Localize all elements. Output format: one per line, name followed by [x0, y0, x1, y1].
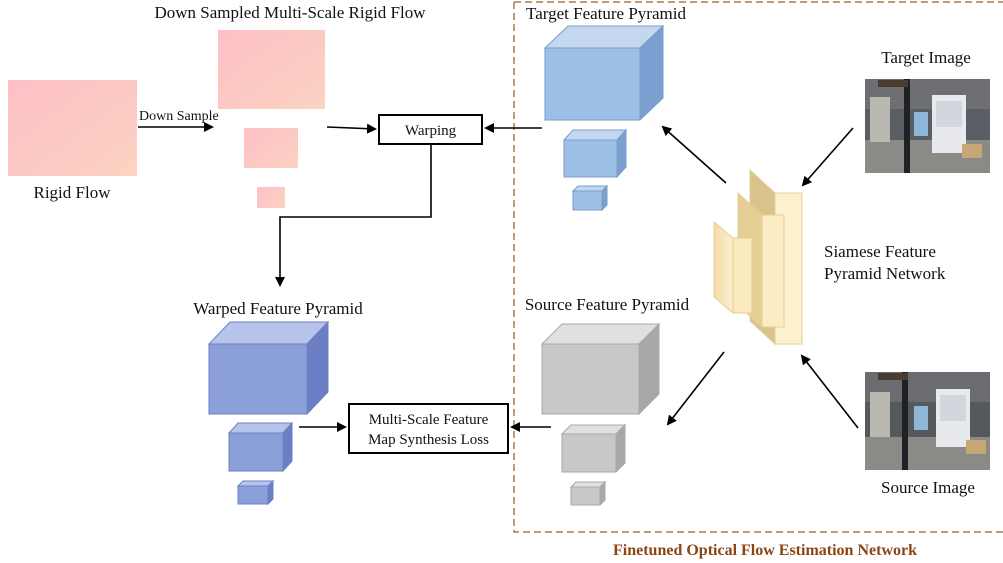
target-feature-pyramid: Target Feature Pyramid	[526, 4, 686, 212]
warped-cube-small	[236, 479, 275, 506]
rigid-flow-group: Rigid Flow	[8, 80, 137, 202]
loss-box	[348, 403, 509, 454]
siamese-to-source-arrow	[666, 351, 725, 426]
target-image-label: Target Image	[881, 48, 971, 67]
warped-pyramid-label: Warped Feature Pyramid	[193, 299, 363, 318]
loss-label-line1: Multi-Scale Feature	[369, 412, 489, 428]
warping-node: Warping	[275, 114, 542, 287]
multiscale-flow-title: Down Sampled Multi-Scale Rigid Flow	[154, 3, 426, 22]
optical-flow-network-region: Finetuned Optical Flow Estimation Networ…	[513, 1, 1003, 559]
source-feature-pyramid: Source Feature Pyramid	[525, 295, 690, 507]
region-caption: Finetuned Optical Flow Estimation Networ…	[613, 542, 917, 559]
target-image-to-siamese-arrow	[801, 127, 854, 187]
flow-to-warping-arrow	[326, 123, 377, 134]
target-image-group: Target Image	[865, 48, 990, 173]
warped-feature-pyramid: Warped Feature Pyramid	[193, 299, 363, 506]
warped-cube-medium	[227, 421, 294, 473]
flow-scale-small	[257, 187, 285, 208]
source-image-label: Source Image	[881, 478, 975, 497]
siamese-label-line1: Siamese Feature	[824, 242, 936, 261]
source-image-photo	[865, 372, 990, 470]
rigid-flow-label: Rigid Flow	[34, 183, 112, 202]
loss-node: Multi-Scale Feature Map Synthesis Loss	[299, 403, 551, 454]
source-cube-medium	[560, 423, 627, 474]
warped-cube-large	[207, 320, 330, 416]
warping-to-warped-arrow	[275, 144, 432, 287]
target-cube-medium	[562, 128, 628, 179]
down-sample-label: Down Sample	[139, 109, 219, 124]
target-pyramid-label: Target Feature Pyramid	[526, 4, 686, 23]
warping-label: Warping	[405, 123, 457, 139]
source-pyramid-label: Source Feature Pyramid	[525, 295, 690, 314]
target-cube-large	[543, 24, 665, 122]
flow-scale-medium	[244, 128, 298, 168]
source-cube-large	[540, 322, 661, 416]
source-image-group: Source Image	[865, 372, 990, 497]
multiscale-flow-group: Down Sampled Multi-Scale Rigid Flow	[154, 3, 426, 208]
loss-label-line2: Map Synthesis Loss	[368, 432, 489, 448]
source-cube-small	[569, 480, 607, 507]
source-image-to-siamese-arrow	[800, 354, 859, 429]
flow-scale-large	[218, 30, 325, 109]
target-image-photo	[865, 79, 990, 173]
target-cube-small	[571, 184, 609, 212]
siamese-network: Siamese Feature Pyramid Network	[713, 168, 946, 346]
siamese-label-line2: Pyramid Network	[824, 264, 946, 283]
down-sample-arrow-group: Down Sample	[138, 109, 219, 132]
rigid-flow-image	[8, 80, 137, 176]
network-arrows	[661, 125, 859, 429]
siamese-block-front	[713, 220, 753, 315]
siamese-to-target-arrow	[661, 125, 727, 184]
